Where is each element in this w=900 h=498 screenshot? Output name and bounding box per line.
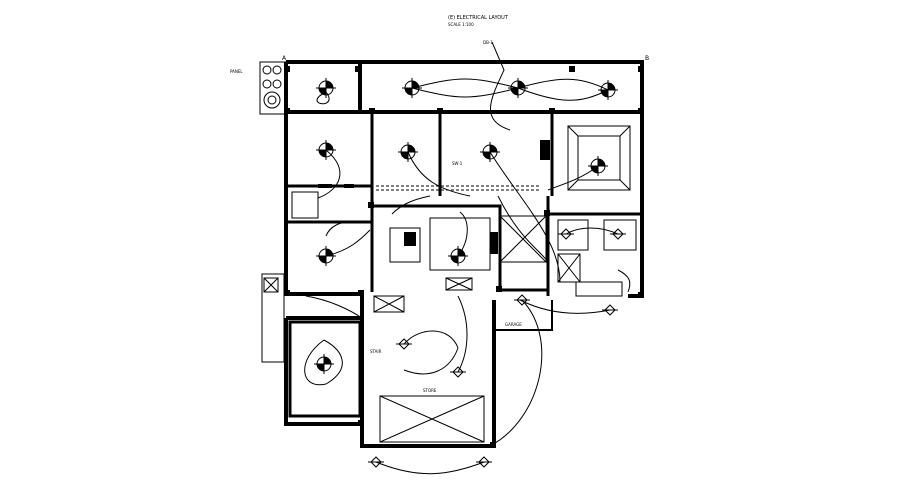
grid-marker-a: A bbox=[282, 55, 287, 62]
ceiling-light-icon bbox=[316, 78, 336, 98]
tag-main: DB-1 bbox=[483, 40, 493, 45]
wiring-runs bbox=[304, 41, 631, 475]
drawing-title: (E) ELECTRICAL LAYOUT bbox=[448, 15, 509, 21]
tag-store: STORE bbox=[423, 388, 437, 393]
grid-marker-b: B bbox=[645, 55, 649, 62]
electrical-panel bbox=[259, 61, 287, 115]
ceiling-light-icon bbox=[314, 354, 334, 374]
tag-side: PANEL bbox=[230, 69, 243, 74]
tag-stair: STAIR bbox=[370, 349, 382, 354]
tag-hall: SW-1 bbox=[452, 161, 463, 166]
interior-walls bbox=[286, 112, 642, 418]
construction-lines bbox=[261, 125, 637, 443]
tag-garage: GARAGE bbox=[505, 322, 522, 327]
ceiling-light-icon bbox=[448, 246, 468, 266]
drawing-subtitle: SCALE 1:100 bbox=[448, 22, 474, 27]
switch-devices bbox=[284, 66, 644, 448]
